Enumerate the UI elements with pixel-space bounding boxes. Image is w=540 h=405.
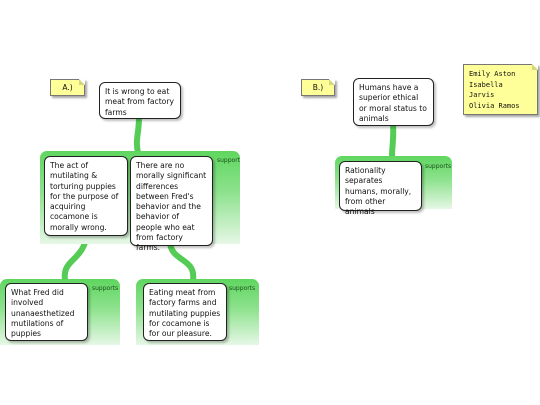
support-node-a2-1[interactable]: Eating meat from factory farms and mutil… [143,283,227,341]
label-note-a: A.) [50,79,85,96]
claim-node-a[interactable]: It is wrong to eat meat from factory far… [99,82,181,119]
author-name: Emily Aston [469,70,516,78]
relation-label-supports-b: supports [425,163,452,170]
label-note-b: B.) [301,79,335,96]
authors-note: Emily Aston Isabella Jarvis Olivia Ramos [463,64,538,115]
support-node-a1-1[interactable]: What Fred did involved unanaesthetized m… [5,283,88,341]
connector-a-main [133,114,142,156]
author-name: Isabella Jarvis [469,80,503,100]
support-node-b1[interactable]: Rationality separates humans, morally, f… [339,161,422,216]
relation-label-support: support [217,157,241,164]
claim-node-b[interactable]: Humans have a superior ethical or moral … [353,78,434,126]
author-name: Olivia Ramos [469,101,520,110]
relation-label-supports-a1: supports [92,285,119,292]
connector-a2 [167,240,197,283]
support-node-a2[interactable]: There are no morally significant differe… [130,156,213,252]
support-node-a1[interactable]: The act of mutilating & torturing puppie… [44,156,128,236]
relation-label-supports-a2: supports [229,285,256,292]
connector-b [389,121,397,160]
